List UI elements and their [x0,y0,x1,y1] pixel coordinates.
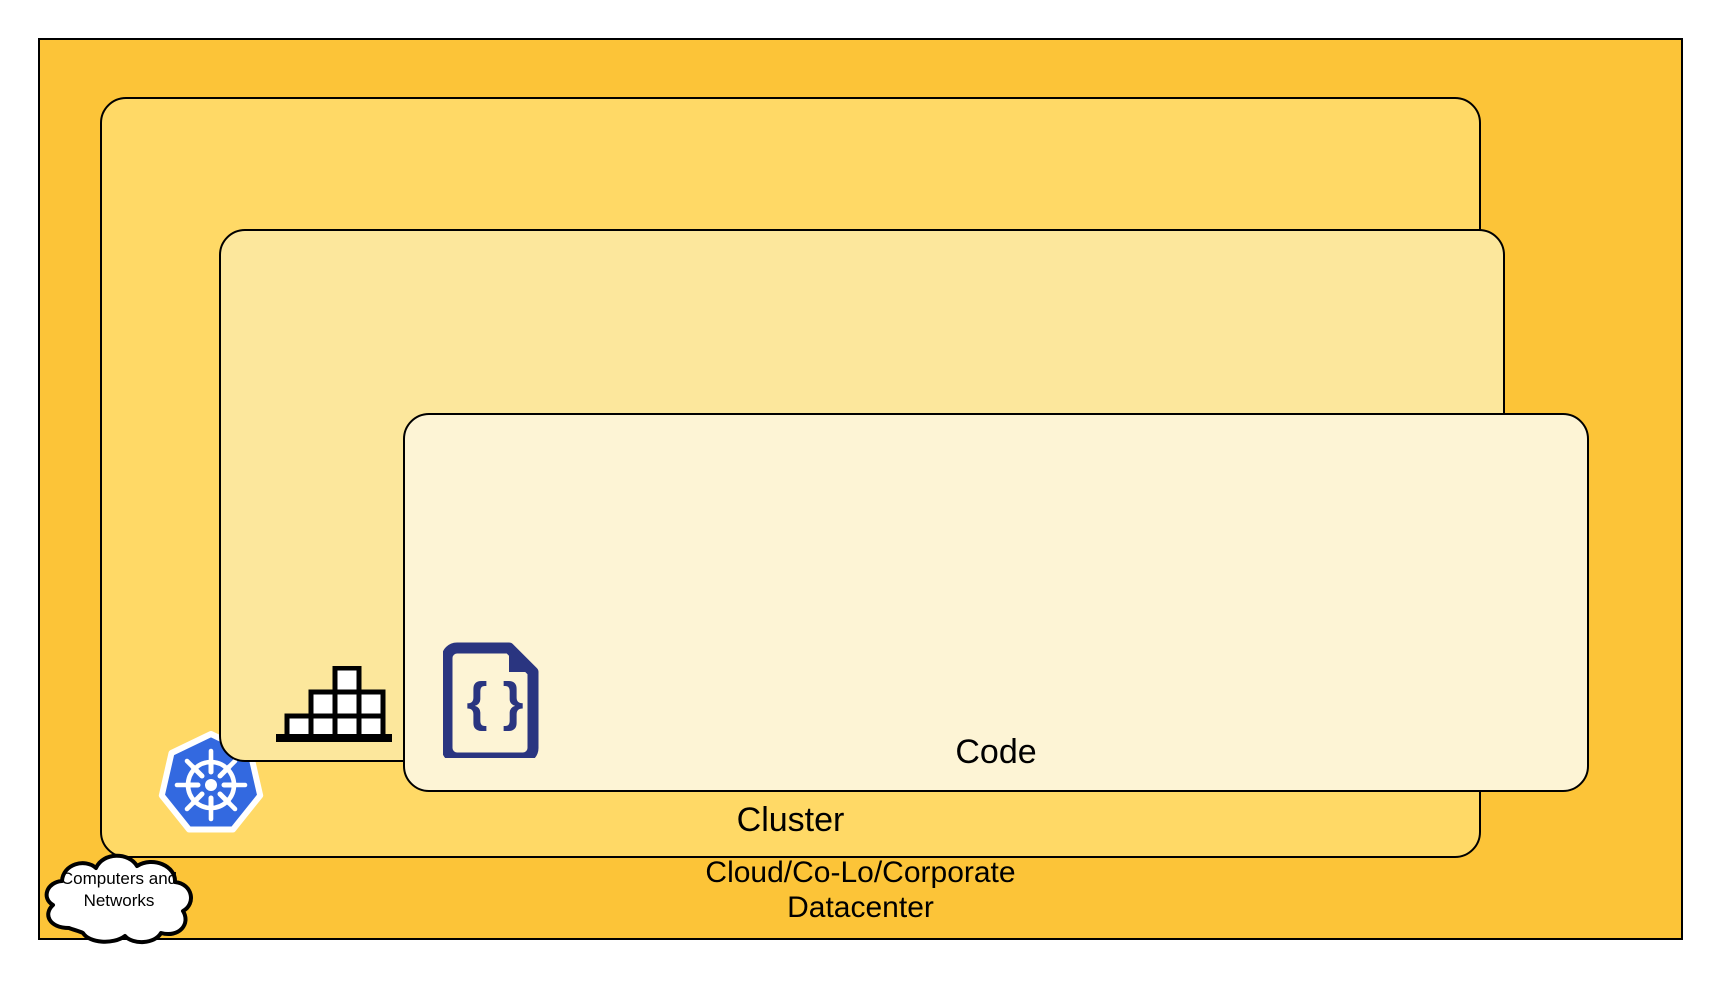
layer-datacenter[interactable]: Cloud/Co-Lo/Corporate Datacenter Cluster [38,38,1683,940]
cloud-callout-icon[interactable]: Computers and Networks [33,848,205,946]
layer-cluster[interactable]: Cluster [100,97,1589,858]
svg-text:{ }: { } [466,672,523,732]
layer-cluster-label: Cluster [736,800,845,839]
layer-code[interactable]: Code { } [403,413,1589,792]
layer-datacenter-label: Cloud/Co-Lo/Corporate Datacenter [705,856,1016,925]
code-file-icon: { } [441,638,547,764]
container-blocks-icon [274,665,394,742]
layer-code-label: Code [955,732,1037,771]
layer-container[interactable]: Container [219,229,1589,792]
